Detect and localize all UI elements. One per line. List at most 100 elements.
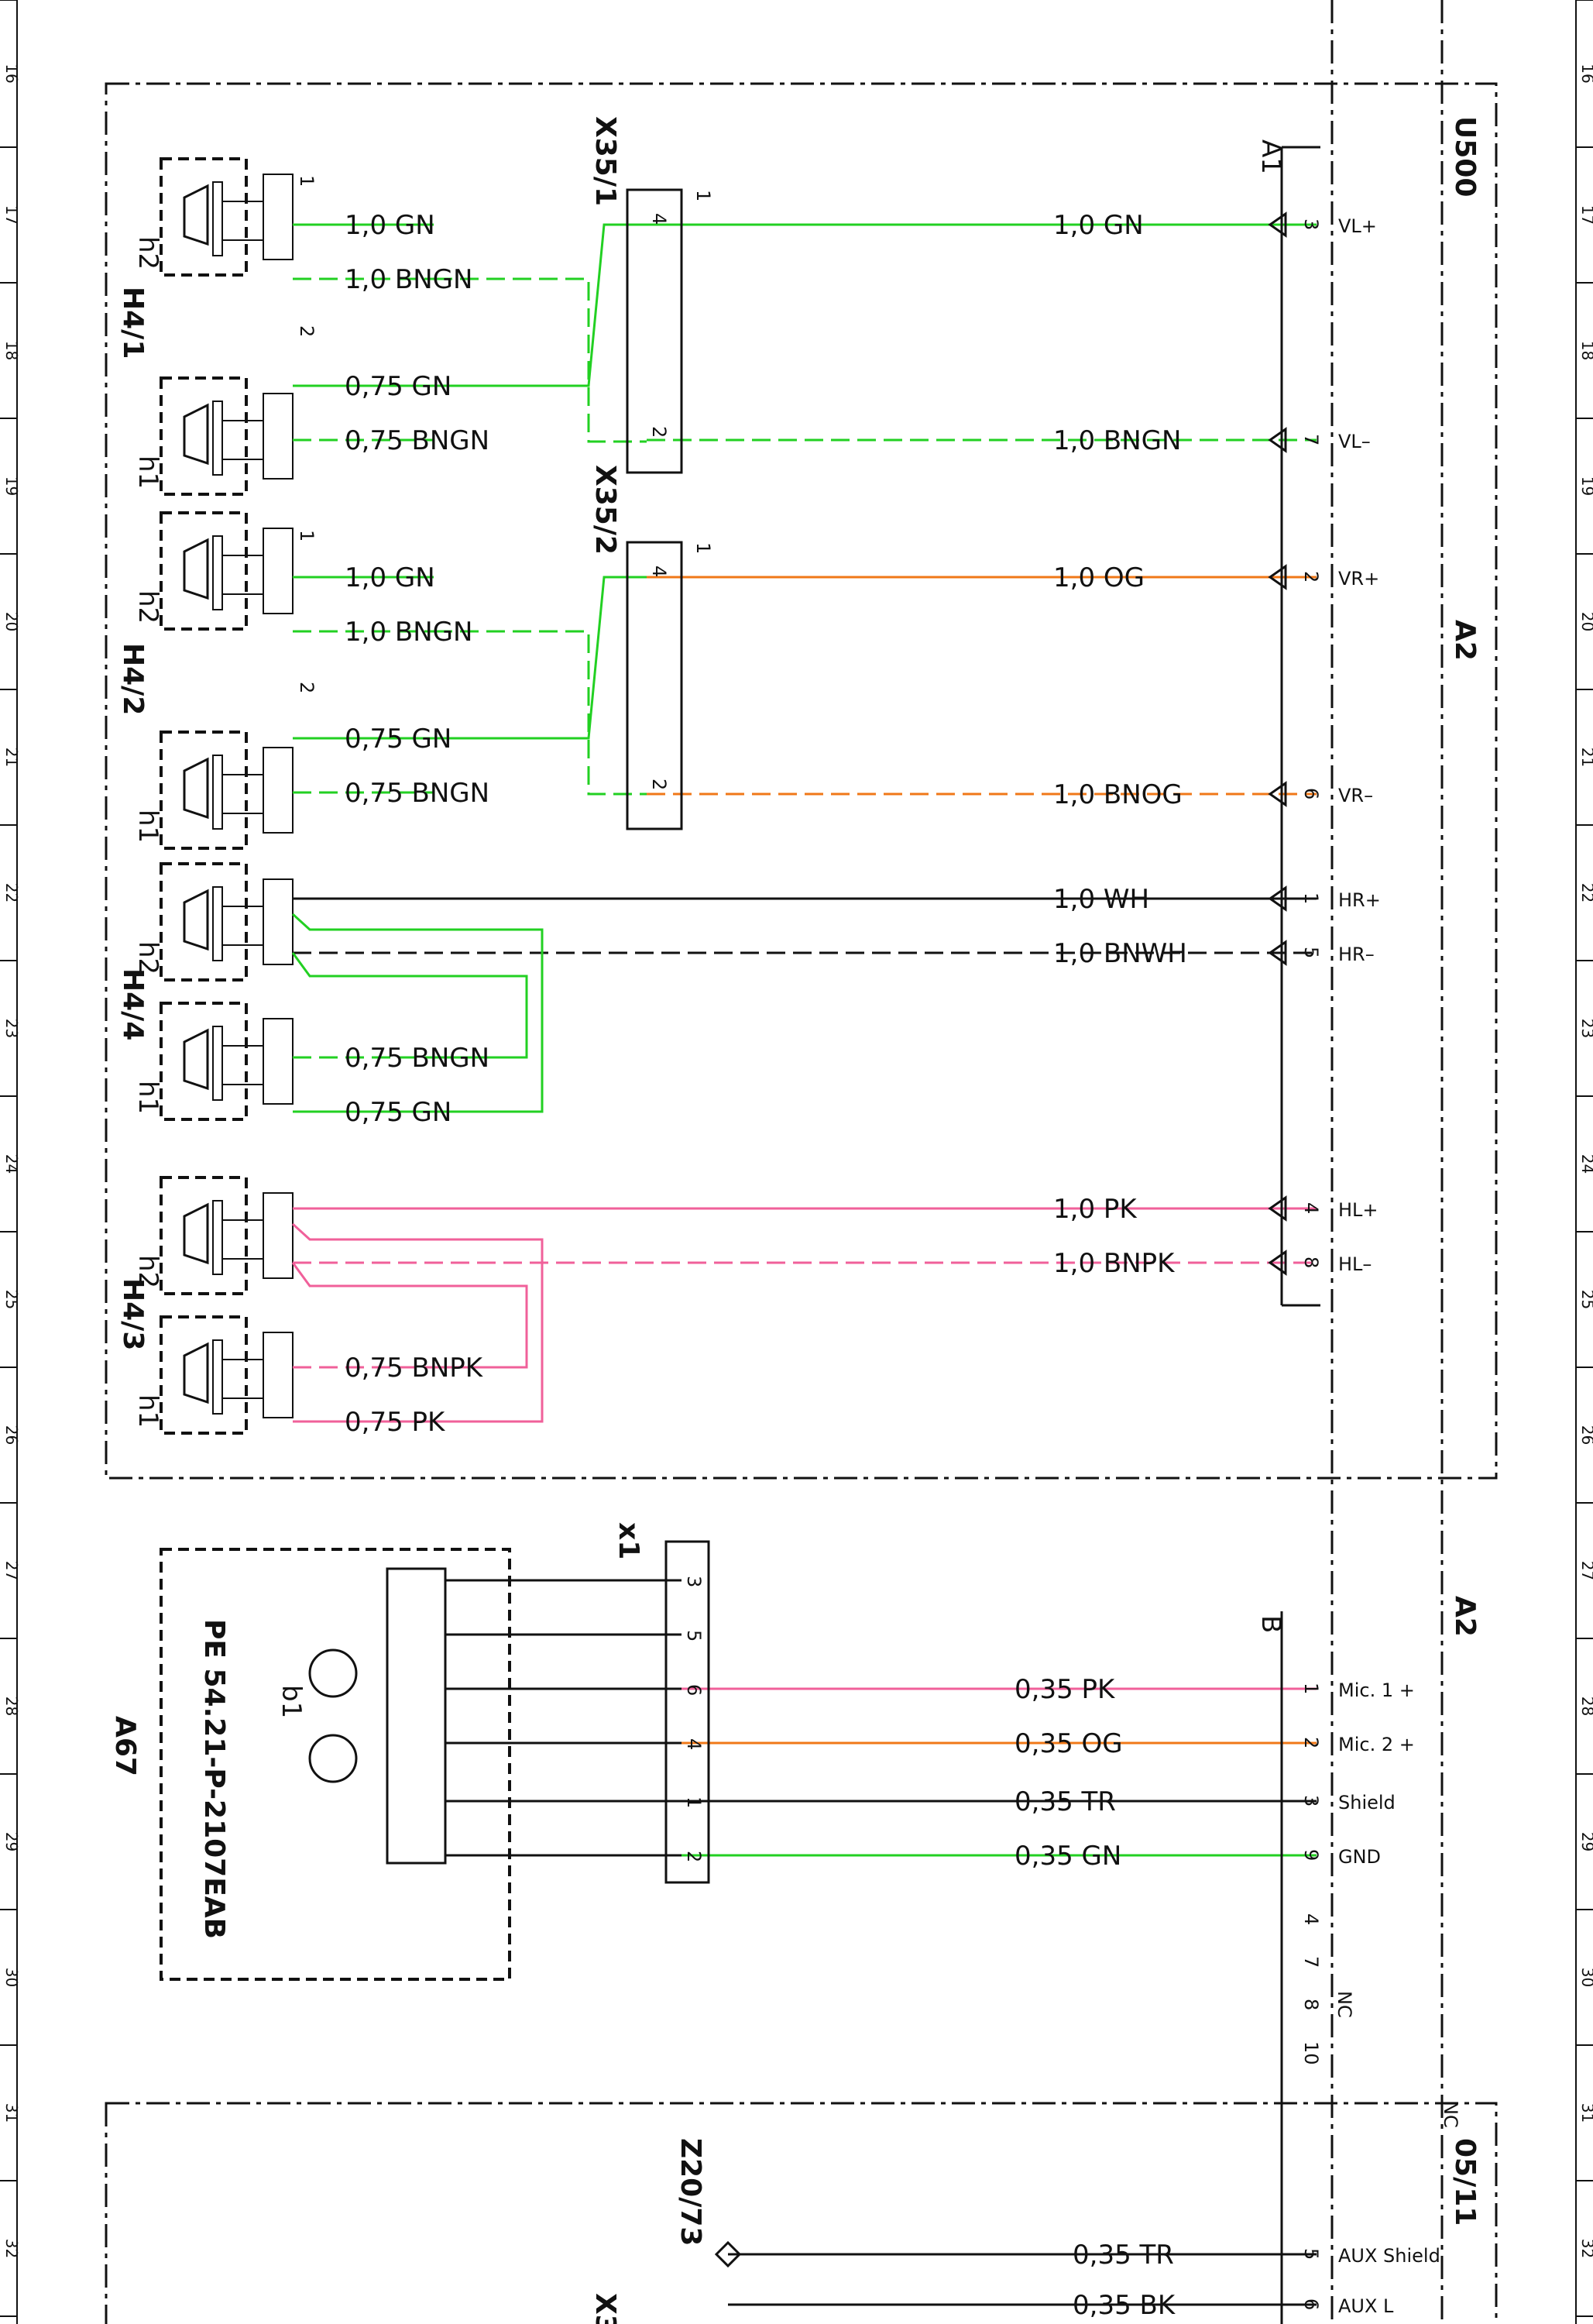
x35-2-connector [626, 541, 683, 830]
wire-label-left: 0,75 PK [345, 1407, 446, 1438]
see-ref-label: 05/11 [1449, 2138, 1481, 2226]
wire-jumper [434, 576, 647, 740]
x35-2-label: X35/2 [589, 465, 621, 555]
h4-2-label: H4/2 [117, 643, 149, 715]
mic-wire-label: 0,35 GN [1015, 1841, 1121, 1872]
speaker-terminal [263, 747, 294, 834]
speaker-coil [212, 535, 223, 610]
x35-2-pin-top: 1 [692, 542, 714, 554]
speaker-sub-label: h1 [132, 456, 163, 489]
a1-pin-number: 1 [1300, 892, 1322, 904]
b-pin-name: GND [1338, 1846, 1381, 1868]
pin-arrow [1268, 427, 1287, 453]
mic-capsule [308, 1734, 358, 1783]
wire-label-left: 0,75 GN [345, 371, 451, 402]
speaker-frame [160, 1176, 248, 1295]
pe-reference: PE 54.21-P-2107EAB [198, 1619, 230, 1939]
wire-loop [291, 1222, 544, 1423]
wire-label-right: 1,0 BNGN [1053, 425, 1181, 456]
pin-arrow [1268, 211, 1287, 238]
grid-number-left: 29 [2, 1832, 21, 1851]
group-number: 1 [296, 175, 318, 187]
wire-label-right: 1,0 BNOG [1053, 779, 1183, 810]
wire-label-left: 0,75 GN [345, 724, 451, 755]
grid-number-left: 18 [2, 341, 21, 360]
grid-number-left: 19 [2, 476, 21, 496]
x35-2-pin: 4 [648, 566, 670, 577]
mic-capsule [308, 1648, 358, 1698]
speaker-icon [183, 538, 209, 600]
h4-4-label: H4/4 [117, 968, 149, 1040]
speaker-icon [183, 1342, 209, 1404]
group-number: 2 [296, 325, 318, 337]
x35-2-pin: 2 [648, 779, 670, 790]
wire-jumper [434, 223, 647, 387]
speaker-coil [212, 886, 223, 961]
wire-jumper [434, 630, 647, 796]
speaker-icon [183, 889, 209, 951]
grid-number-right: 23 [1578, 1019, 1593, 1038]
b-pin-name: Shield [1338, 1792, 1396, 1813]
a1-pin-name: VR+ [1338, 568, 1379, 590]
x35-1-pin-top: 1 [692, 190, 714, 201]
h4-1-label: H4/1 [117, 287, 149, 359]
grid-number-right: 26 [1578, 1425, 1593, 1445]
group-number: 1 [296, 530, 318, 541]
a1-pin-name: HL+ [1338, 1199, 1378, 1221]
b-label: B [1255, 1615, 1286, 1633]
grid-number-left: 26 [2, 1425, 21, 1445]
x3-label: X3 [589, 2293, 621, 2324]
grid-number-left: 16 [2, 64, 21, 83]
a2-label-bottom: A2 [1449, 1596, 1481, 1637]
wire-label-left: 1,0 BNGN [345, 617, 472, 648]
a1-pin-number: 2 [1300, 571, 1322, 583]
speaker-frame [160, 1315, 248, 1435]
speaker-sub-label: h1 [132, 1394, 163, 1428]
wire-label-left: 0,75 BNPK [345, 1353, 484, 1384]
mic-wire-label: 0,35 PK [1015, 1674, 1116, 1705]
grid-number-left: 30 [2, 1968, 21, 1987]
speaker-terminal [263, 1192, 294, 1279]
a1-pin-name: VL+ [1338, 215, 1377, 237]
x1-connector [664, 1540, 710, 1884]
grid-number-right: 28 [1578, 1697, 1593, 1716]
b-pin-number: 1 [1300, 1683, 1322, 1694]
wire-label-right: 1,0 OG [1053, 562, 1145, 593]
a1-pin-name: VL– [1338, 431, 1371, 452]
x1-pin: 5 [683, 1630, 705, 1642]
wire-label-right: 1,0 BNWH [1053, 938, 1187, 969]
grid-number-right: 17 [1578, 205, 1593, 225]
speaker-frame [160, 1002, 248, 1121]
grid-number-left: 32 [2, 2239, 21, 2258]
speaker-terminal [263, 528, 294, 614]
aux-pin-name: AUX Shield [1338, 2245, 1440, 2267]
arrow-marker: NC [1440, 2101, 1461, 2128]
a1-pin-name: HR– [1338, 944, 1375, 965]
grid-number-right: 20 [1578, 612, 1593, 631]
speaker-coil [212, 1339, 223, 1415]
z20-73-label: Z20/73 [675, 2138, 706, 2246]
wire-label-left: 1,0 GN [345, 210, 435, 241]
u500-boundary [105, 82, 1498, 1480]
speaker-sub-label: h1 [132, 1081, 163, 1114]
pin-arrow [1268, 564, 1287, 590]
aux-pin-name: AUX L [1338, 2295, 1394, 2317]
wire-label-right: 1,0 GN [1053, 210, 1144, 241]
grid-number-left: 23 [2, 1019, 21, 1038]
a1-label: A1 [1255, 139, 1286, 174]
speaker-frame [160, 862, 248, 982]
grid-number-right: 30 [1578, 1968, 1593, 1987]
grid-number-left: 28 [2, 1697, 21, 1716]
speaker-coil [212, 755, 223, 830]
wire-label-left: 0,75 BNGN [345, 778, 489, 809]
pin-arrow [1268, 885, 1287, 912]
mic-amp-box [386, 1567, 447, 1865]
wire-label-left: 0,75 BNGN [345, 1043, 489, 1074]
grid-number-right: 16 [1578, 64, 1593, 83]
speaker-sub-label: h2 [132, 236, 163, 270]
a1-pin-number: 7 [1300, 434, 1322, 445]
speaker-terminal [263, 1018, 294, 1105]
a1-pin-number: 8 [1300, 1257, 1322, 1268]
b-pin-number: 3 [1300, 1795, 1322, 1807]
grid-number-left: 17 [2, 205, 21, 225]
